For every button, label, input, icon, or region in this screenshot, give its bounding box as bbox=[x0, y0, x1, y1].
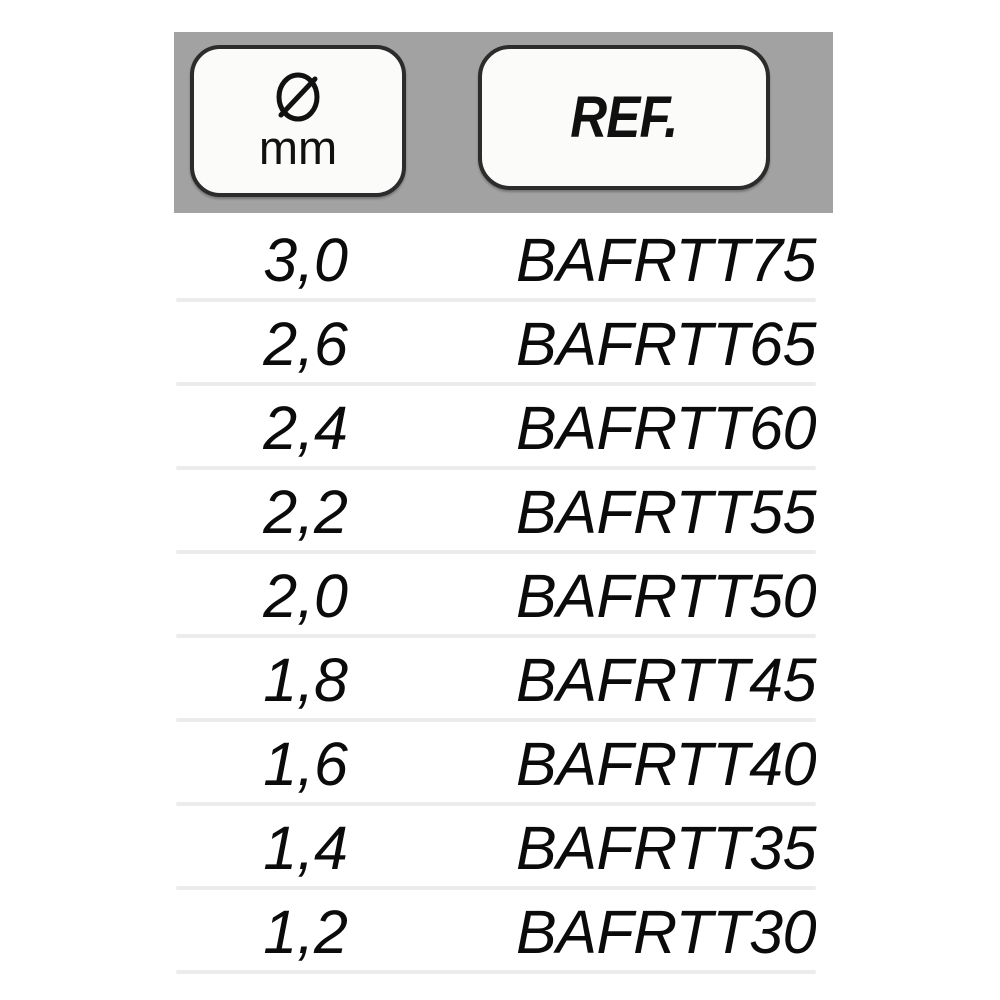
cell-reference: BAFRTT35 bbox=[516, 813, 816, 882]
cell-diameter: 2,0 bbox=[263, 561, 348, 630]
reference-header-label: REF. bbox=[570, 84, 678, 150]
table-row: 2,6 BAFRTT65 bbox=[0, 302, 1000, 386]
cell-reference: BAFRTT65 bbox=[516, 309, 816, 378]
cell-reference: BAFRTT60 bbox=[516, 393, 816, 462]
diameter-symbol-icon bbox=[276, 72, 320, 121]
table-row: 1,6 BAFRTT40 bbox=[0, 722, 1000, 806]
cell-diameter: 1,2 bbox=[263, 897, 348, 966]
cell-diameter: 3,0 bbox=[263, 225, 348, 294]
cell-diameter: 2,6 bbox=[263, 309, 348, 378]
column-header-reference: REF. bbox=[478, 45, 770, 190]
cell-diameter: 2,4 bbox=[263, 393, 348, 462]
table-body: 3,0 BAFRTT75 2,6 BAFRTT65 2,4 BAFRTT60 2… bbox=[0, 218, 1000, 974]
cell-diameter: 1,6 bbox=[263, 729, 348, 798]
cell-diameter: 1,8 bbox=[263, 645, 348, 714]
diameter-header-content: mm bbox=[259, 68, 337, 171]
table-row: 2,2 BAFRTT55 bbox=[0, 470, 1000, 554]
table-row: 2,4 BAFRTT60 bbox=[0, 386, 1000, 470]
table-row: 2,0 BAFRTT50 bbox=[0, 554, 1000, 638]
table-row: 1,4 BAFRTT35 bbox=[0, 806, 1000, 890]
table-row: 3,0 BAFRTT75 bbox=[0, 218, 1000, 302]
column-header-diameter: mm bbox=[190, 45, 406, 197]
cell-reference: BAFRTT55 bbox=[516, 477, 816, 546]
cell-reference: BAFRTT50 bbox=[516, 561, 816, 630]
cell-reference: BAFRTT30 bbox=[516, 897, 816, 966]
diameter-unit-label: mm bbox=[258, 120, 338, 174]
cell-reference: BAFRTT45 bbox=[516, 645, 816, 714]
table-row: 1,2 BAFRTT30 bbox=[0, 890, 1000, 974]
table-header-band: mm REF. bbox=[174, 32, 833, 213]
cell-diameter: 1,4 bbox=[263, 813, 348, 882]
cell-diameter: 2,2 bbox=[263, 477, 348, 546]
table-row: 1,8 BAFRTT45 bbox=[0, 638, 1000, 722]
cell-reference: BAFRTT75 bbox=[516, 225, 816, 294]
cell-reference: BAFRTT40 bbox=[516, 729, 816, 798]
